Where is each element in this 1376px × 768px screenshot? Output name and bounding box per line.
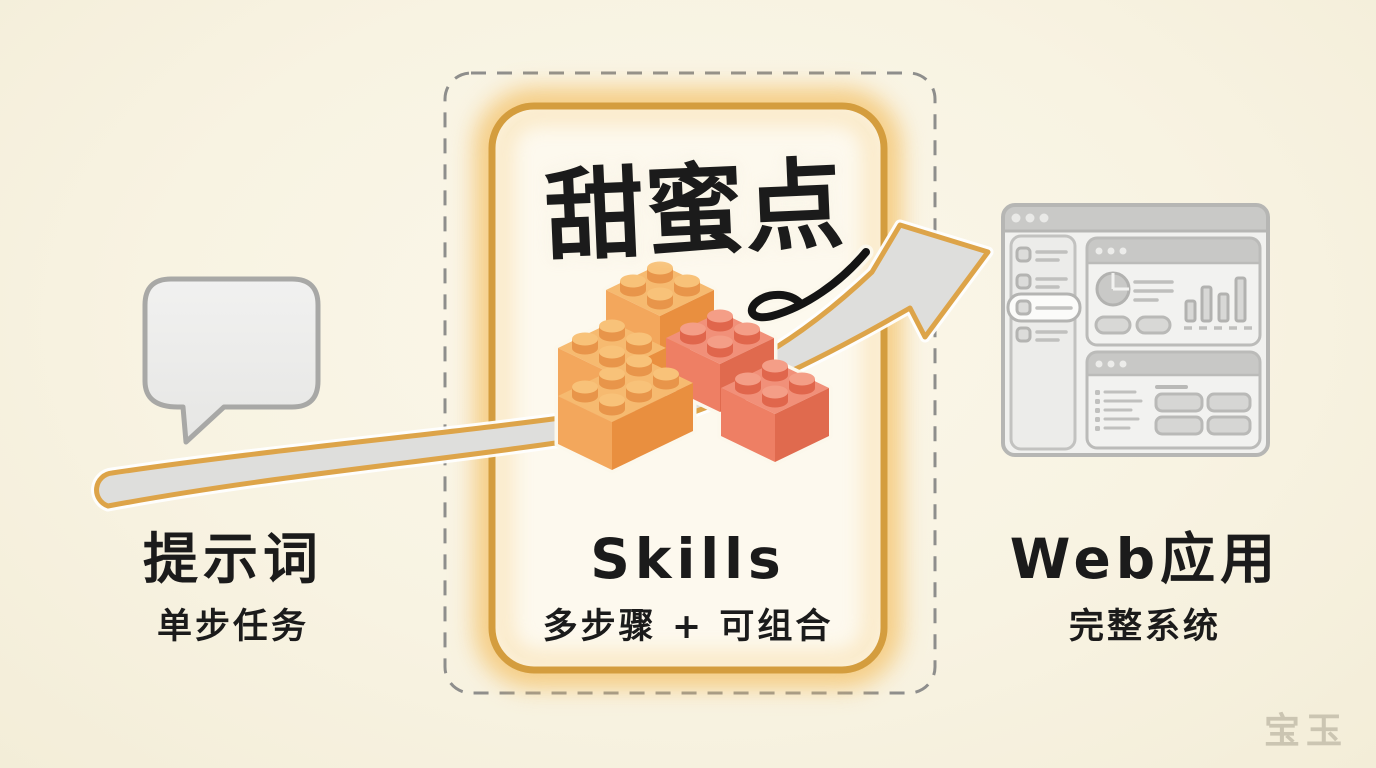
watermark: 宝玉 [1263,711,1348,752]
web-app-window-icon [1001,203,1270,457]
bar-chart-glyph [1184,276,1247,323]
window-panel-dashboard [1085,236,1262,347]
stage-webapp-title: Web应用 [1009,527,1281,591]
window-sidebar [1006,234,1082,451]
stage-skills-title: Skills [590,527,786,591]
lego-brick-bottom-right [721,359,829,462]
window-traffic-dots [1011,213,1049,223]
stage-prompt-subtitle: 单步任务 [156,607,309,647]
stage-prompt-title: 提示词 [142,527,323,591]
window-panel-form [1085,350,1262,450]
growth-arrow-icon [91,219,994,512]
lego-brick-bottom-left [558,354,693,470]
lego-blocks-icon [558,261,829,470]
stage-webapp-subtitle: 完整系统 [1068,607,1221,647]
speech-bubble-icon [142,276,321,445]
stage-skills-subtitle: 多步骤 + 可组合 [542,607,834,647]
sweet-spot-label: 甜蜜点 [542,147,848,276]
sweet-spot-swoosh [744,244,874,325]
